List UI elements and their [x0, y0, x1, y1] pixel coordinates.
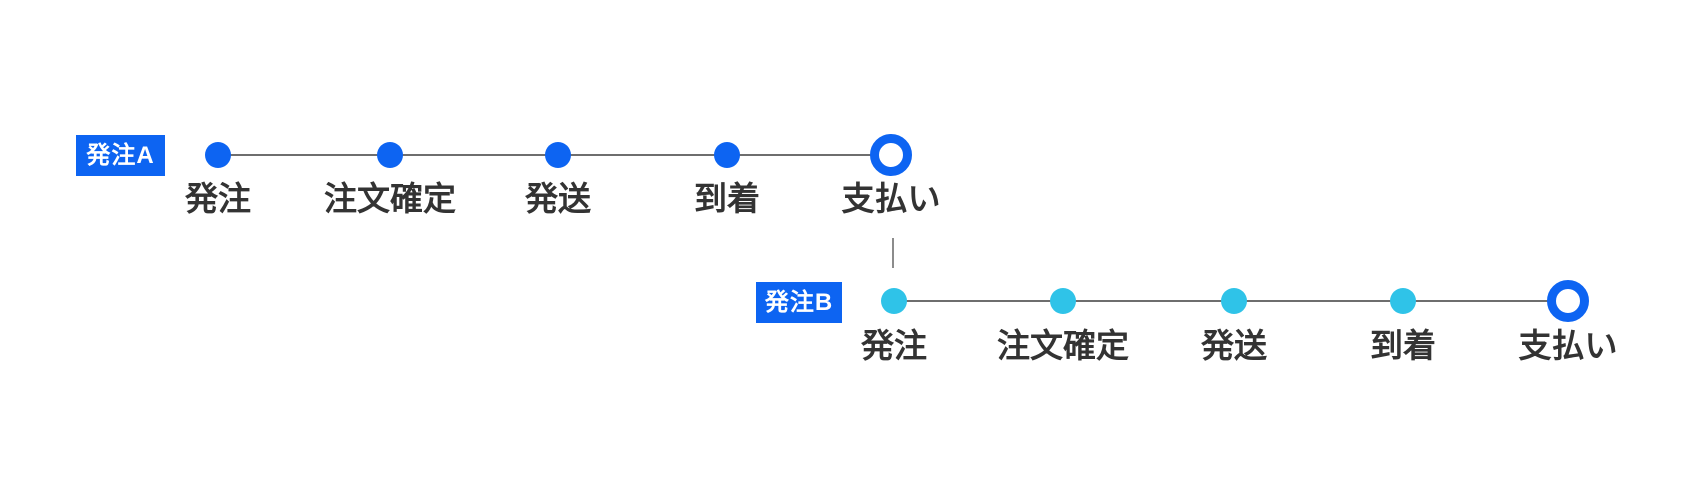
- order-b-badge: 発注B: [756, 282, 842, 323]
- step-label-a-ship: 発送: [525, 180, 591, 217]
- milestone-dot-b-confirm: [1050, 288, 1076, 314]
- step-label-a-order: 発注: [185, 180, 251, 217]
- milestone-ring-a-payment: [870, 134, 912, 176]
- step-label-a-arrive: 到着: [694, 180, 760, 217]
- milestone-dot-b-arrive: [1390, 288, 1416, 314]
- step-label-b-order: 発注: [861, 327, 927, 364]
- milestone-dot-a-order: [205, 142, 231, 168]
- milestone-dot-a-confirm: [377, 142, 403, 168]
- step-label-a-confirm: 注文確定: [324, 180, 456, 217]
- step-label-a-payment: 支払い: [841, 180, 941, 217]
- milestone-dot-b-ship: [1221, 288, 1247, 314]
- step-label-b-arrive: 到着: [1370, 327, 1436, 364]
- step-label-b-payment: 支払い: [1518, 327, 1618, 364]
- step-label-b-ship: 発送: [1201, 327, 1267, 364]
- milestone-dot-b-order: [881, 288, 907, 314]
- timeline-connector-line: [892, 238, 894, 268]
- order-a-badge: 発注A: [76, 135, 165, 176]
- milestone-dot-a-ship: [545, 142, 571, 168]
- milestone-dot-a-arrive: [714, 142, 740, 168]
- step-label-b-confirm: 注文確定: [997, 327, 1129, 364]
- milestone-ring-b-payment: [1547, 280, 1589, 322]
